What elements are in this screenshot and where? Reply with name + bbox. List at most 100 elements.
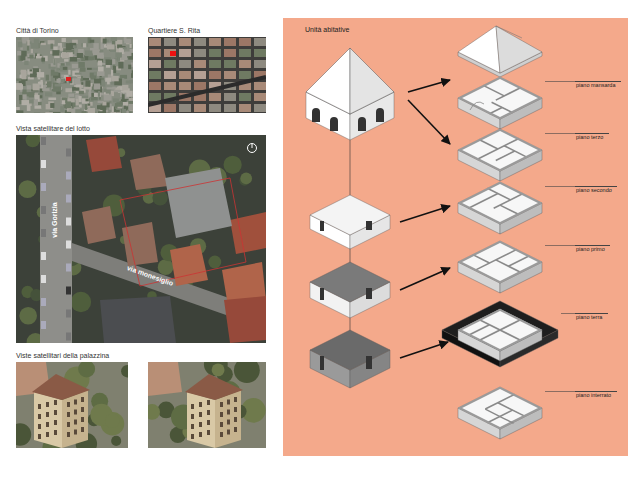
leader-line [545,81,575,82]
window [234,397,237,402]
city-block [179,38,191,46]
map-texture [56,68,59,71]
window [234,407,237,412]
arrow [400,268,450,290]
street-label: via monesiglio [126,264,174,288]
interior-wall [477,138,519,159]
city-block [239,104,251,112]
city-block [239,49,251,57]
tree [158,259,174,275]
window [227,410,230,415]
window [207,420,210,425]
interior-wall [504,146,527,158]
tree [16,423,31,445]
map-texture [17,110,24,113]
map-texture [77,76,81,78]
map-texture [75,73,82,75]
window [191,414,194,419]
map-ground [16,37,133,113]
floor-plan [458,77,542,129]
floor-label: piano secondo [575,177,617,187]
photo-ground [16,362,128,448]
map-texture [85,99,88,102]
map-texture [79,91,84,94]
city-block [194,38,206,46]
map-texture [66,43,72,50]
map-texture [132,70,133,77]
map-texture [111,76,118,81]
window [220,402,223,407]
tree [171,404,196,429]
map-texture [93,43,98,50]
building-side [187,392,215,448]
building-roof [185,374,243,400]
window [54,420,57,425]
tree [240,173,252,185]
window [191,424,194,429]
floor-label: piano interrato [575,382,617,392]
tree [234,362,260,383]
roof [122,222,158,266]
interior-wall [508,256,529,267]
interior-wall [479,320,521,341]
city-block [224,104,236,112]
map-ground [148,37,266,113]
map-texture [129,45,133,49]
city-block [224,93,236,101]
outer-wall [460,388,541,428]
map-texture [61,79,65,83]
leader-line [545,133,575,134]
window [191,434,194,439]
map-texture [16,37,20,39]
ramp-curve [485,409,513,423]
map-texture [68,94,74,97]
map-texture [76,99,79,106]
map-texture [21,70,27,72]
window [46,432,49,437]
roof-face [350,48,394,114]
map-texture [52,50,59,56]
map-texture [70,57,77,62]
floor-name: piano terzo [576,134,603,140]
map-texture [97,71,105,76]
window [54,430,57,435]
city-block [239,93,251,101]
arrow [400,342,448,358]
map-texture [60,106,64,112]
map-texture [55,84,61,86]
map-texture [115,52,122,57]
map-texture [120,92,122,97]
city-block [209,71,221,79]
window [199,412,202,417]
map-texture [111,112,117,113]
units-panel: Unità abitativepiano mansardapiano terzo… [283,18,628,456]
car [66,218,71,226]
top-face [458,387,542,429]
map-texture [50,103,54,108]
arrow [408,80,450,92]
map-texture [34,39,39,43]
car [66,149,71,157]
city-block [254,60,266,68]
city-block [194,49,206,57]
map-texture [17,51,21,56]
city-block [224,38,236,46]
map-texture [99,97,101,100]
map-texture [89,57,93,60]
map-texture [98,61,103,66]
window [54,400,57,405]
map-texture [91,97,98,100]
city-block [194,104,206,112]
map-texture [77,53,83,58]
building-front [215,390,241,448]
window [191,404,194,409]
satellite-image [16,135,266,343]
window [81,407,84,412]
map-texture [62,38,66,42]
map-texture [128,104,133,110]
satellite-image [16,362,128,448]
building-side [34,392,62,448]
roof-face [458,26,500,73]
top-face [458,77,542,119]
arrow [400,206,450,222]
